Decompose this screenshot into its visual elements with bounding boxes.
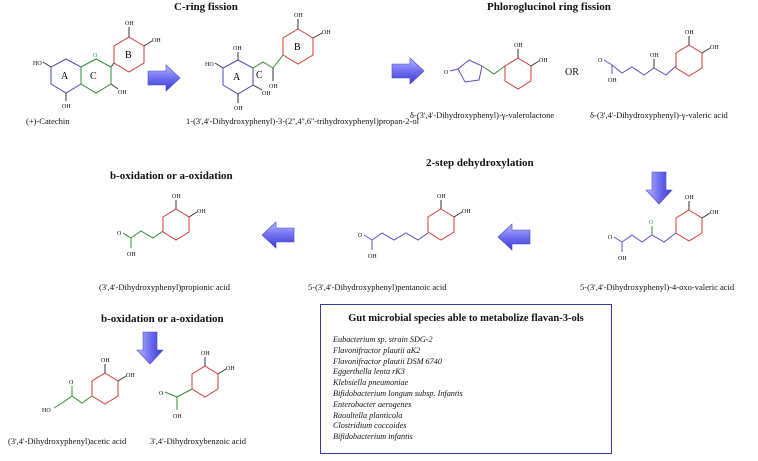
ring-b [675, 209, 703, 242]
ring-b [427, 208, 455, 241]
atom-label: OH [294, 13, 303, 19]
oxovaleric-structure [613, 201, 711, 252]
ring-label-b: B [125, 50, 132, 61]
arrow-icon [391, 57, 425, 85]
ring-b [504, 57, 532, 90]
species-item: Bifidobacterium infantis [333, 432, 413, 442]
atom-label: OH [685, 30, 694, 36]
species-item: Raoultella planticola [333, 410, 403, 420]
atom-label: OH [226, 366, 235, 372]
atom-label: OH [262, 91, 271, 97]
atom-label: OH [197, 209, 206, 215]
arrow-icon [136, 331, 164, 365]
atom-label: O [649, 220, 654, 226]
atom-label: OH [201, 351, 210, 357]
atom-label: OH [101, 358, 110, 364]
atom-label: OH [514, 43, 523, 49]
species-item: Enterobacter aerogenes [333, 399, 412, 409]
atom-label: O [608, 235, 613, 241]
ring-label-c: C [256, 70, 263, 81]
atom-label: OH [118, 90, 127, 96]
species-box: Gut microbial species able to metabolize… [320, 304, 612, 454]
arrow-icon [645, 171, 673, 205]
atom-label: OH [539, 58, 548, 64]
species-item: Eubacterium sp. strain SDG-2 [333, 335, 433, 344]
caption-valeric-acid: δ-(3',4'-Dihydroxyphenyl)-γ-valeric acid [590, 110, 728, 120]
valeric-acid-structure [603, 36, 711, 77]
atom-label: OH [126, 373, 135, 379]
species-item: Flavonifractor plautii aK2 [333, 345, 421, 355]
ring-b [162, 208, 190, 241]
atom-label: O [117, 231, 122, 237]
ring-label-a: A [233, 72, 241, 83]
propionic-structure [122, 200, 198, 248]
atom-label: OH [618, 256, 627, 262]
header-oxidation-2: b-oxidation or a-oxidation [101, 313, 224, 325]
ring-label-b: B [294, 42, 301, 53]
or-label: OR [565, 67, 579, 78]
atom-label: O [69, 380, 74, 386]
atom-label: HO [42, 408, 51, 414]
caption-valerolactone: δ-(3',4'-Dihydroxyphenyl)-γ-valerolacton… [410, 110, 555, 120]
species-item: Bifidobacterium longum subsp. Infantis [333, 388, 463, 398]
species-item: Eggerthella lenta rK3 [333, 367, 405, 377]
arrow-icon [497, 223, 531, 251]
atom-label: O [93, 53, 98, 59]
caption-oxovaleric: 5-(3',4'-Dihydroxyphenyl)-4-oxo-valeric … [580, 282, 735, 292]
atom-label: OH [437, 194, 446, 200]
atom-label: O [598, 58, 603, 64]
arrow-icon [147, 64, 181, 92]
atom-label: OH [710, 45, 719, 51]
atom-label: OH [233, 46, 242, 52]
atom-label: OH [172, 194, 181, 200]
atom-label: OH [173, 414, 182, 420]
atom-label: O [444, 70, 449, 76]
atom-label: OH [608, 78, 617, 84]
ring-label-c: C [90, 71, 97, 82]
ring-b [91, 372, 119, 405]
header-dehydroxylation: 2-step dehydroxylation [426, 157, 534, 169]
propan2ol-structure [214, 19, 323, 103]
atom-label: HO [205, 62, 214, 68]
valerolactone-structure [449, 49, 540, 90]
atom-label: OH [685, 195, 694, 201]
atom-label: OH [62, 104, 71, 110]
caption-pentanoic: 5-(3',4'-Dihydroxyphenyl)pentanoic acid [308, 282, 447, 292]
species-item: Klebsiella pneumoniae [333, 378, 409, 388]
caption-acetic: (3',4'-Dihydroxyphenyl)acetic acid [8, 436, 127, 446]
atom-label: O [159, 391, 164, 397]
header-phloroglucinol: Phloroglucinol ring fission [487, 1, 611, 13]
atom-label: OH [127, 252, 136, 258]
species-item: Clostridium coccoides [333, 421, 407, 431]
header-oxidation-1: b-oxidation or a-oxidation [110, 170, 233, 182]
caption-benzoic: 3',4'-Dihydroxybenzoic acid [150, 436, 247, 446]
atom-label: OH [710, 210, 719, 216]
catechin-structure [42, 27, 153, 101]
atom-label: HO [33, 61, 42, 67]
caption-propan2ol: 1-(3',4'-Dihydroxyphenyl)-3-(2'',4'',6''… [186, 116, 419, 126]
species-item: Flavonifractor plautii DSM 6740 [333, 356, 442, 366]
ring-b [191, 365, 219, 398]
pentanoic-structure [363, 200, 463, 250]
benzoic-structure [164, 357, 227, 410]
atom-label: OH [125, 21, 134, 27]
atom-label: OH [234, 106, 243, 112]
atom-label: OH [650, 53, 659, 59]
atom-label: OH [322, 30, 331, 36]
acetic-structure [53, 364, 127, 409]
atom-label: OH [269, 84, 278, 90]
ring-b [675, 44, 703, 77]
atom-label: OH [462, 209, 471, 215]
arrow-icon [261, 221, 295, 249]
atom-label: OH [368, 254, 377, 260]
atom-label: O [358, 233, 363, 239]
caption-propionic: (3',4'-Dihydroxyphenyl)propionic acid [99, 282, 231, 292]
caption-catechin: (+)-Catechin [26, 116, 70, 126]
ring-label-a: A [61, 71, 69, 82]
species-box-title: Gut microbial species able to metabolize… [348, 313, 584, 324]
species-list: Eubacterium sp. strain SDG-2 Flavonifrac… [333, 335, 463, 443]
header-c-ring-fission: C-ring fission [174, 1, 238, 13]
atom-label: OH [152, 38, 161, 44]
